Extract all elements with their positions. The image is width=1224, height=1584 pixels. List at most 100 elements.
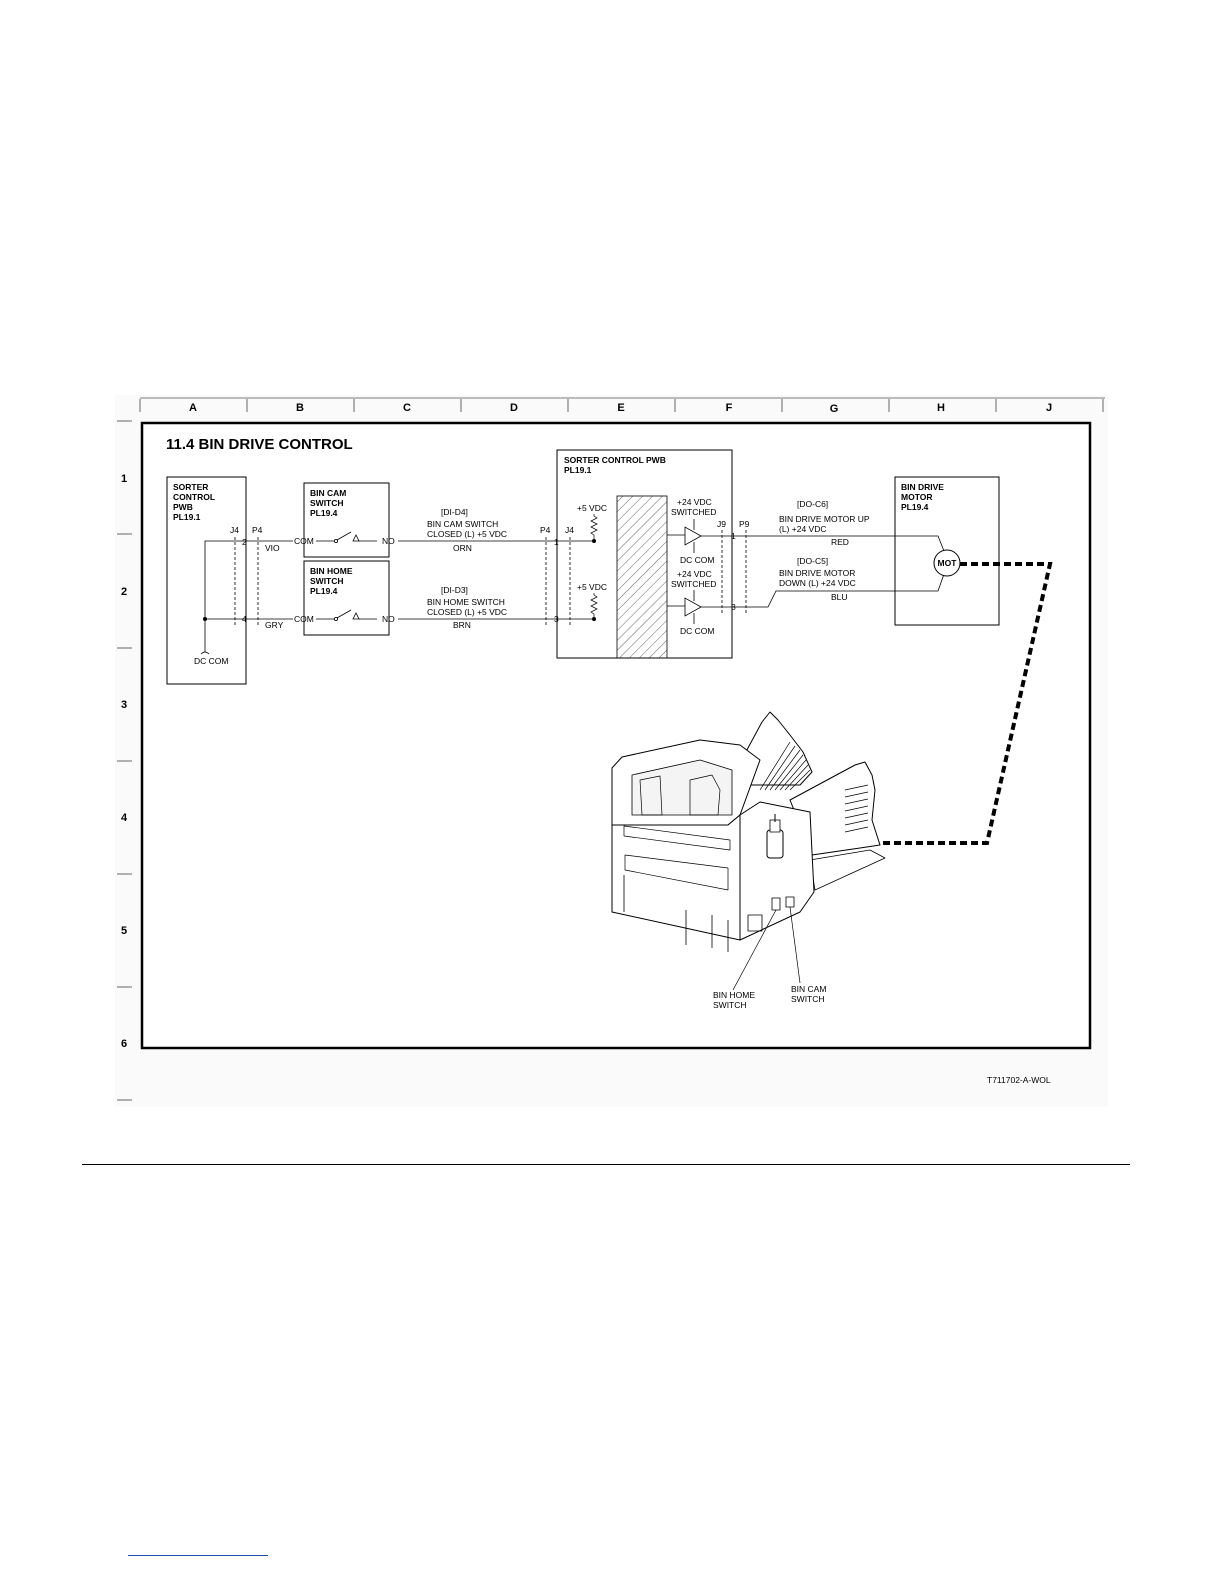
- plus24-top-line1: +24 VDC: [677, 497, 712, 507]
- column-label-b: B: [296, 402, 304, 414]
- plus5-bottom-label: +5 VDC: [577, 582, 607, 592]
- p9-label: P9: [739, 519, 750, 529]
- sorter-pwb-left-line3: PWB: [173, 502, 193, 512]
- bin-cam-switch-symbol: [316, 531, 377, 544]
- row-label-6: 6: [121, 1038, 127, 1050]
- dc-com-ground-icon: [200, 651, 210, 655]
- dc-com-bottom-label: DC COM: [680, 626, 714, 636]
- plus24-top-line2: SWITCHED: [671, 507, 716, 517]
- bin-drive-motor-line1: BIN DRIVE: [901, 482, 944, 492]
- plus24-bottom-line2: SWITCHED: [671, 579, 716, 589]
- column-label-a: A: [189, 402, 197, 414]
- sorter-pwb-left-line2: CONTROL: [173, 492, 215, 502]
- callout-home-switch-line1: BIN HOME: [713, 990, 755, 1000]
- wire-brn-label: BRN: [453, 620, 471, 630]
- signal-cam-line2: CLOSED (L) +5 VDC: [427, 529, 507, 539]
- page-separator: [82, 1164, 1130, 1165]
- row-label-3: 3: [121, 699, 127, 711]
- left-p4-label: P4: [252, 525, 263, 535]
- footer-link-underline: [128, 1555, 268, 1556]
- column-label-d: D: [510, 402, 518, 414]
- motor-location-leader: [777, 562, 1053, 845]
- signal-home-line1: BIN HOME SWITCH: [427, 597, 505, 607]
- bin-cam-switch-line3: PL19.4: [310, 508, 338, 518]
- wire-blu-label: BLU: [831, 592, 848, 602]
- pullup-resistors: [590, 514, 598, 619]
- wire-gry-label: GRY: [265, 620, 284, 630]
- sorter-pwb-center-line1: SORTER CONTROL PWB: [564, 455, 666, 465]
- left-pin-2: 2: [242, 537, 247, 547]
- callout-cam-switch-line1: BIN CAM: [791, 984, 826, 994]
- pullup-junction-top: [592, 539, 596, 543]
- column-label-e: E: [617, 402, 624, 414]
- column-ticks: [139, 399, 1104, 412]
- figure-id: T711702-A-WOL: [987, 1075, 1051, 1085]
- row-label-1: 1: [121, 473, 127, 485]
- wire-orn-label: ORN: [453, 543, 472, 553]
- center-pin-1: 1: [554, 537, 559, 547]
- wire-vio-label: VIO: [265, 543, 280, 553]
- center-connector-dashes: [545, 537, 571, 627]
- column-label-g: G: [830, 403, 839, 415]
- pullup-junction-bottom: [592, 617, 596, 621]
- bin-home-switch-symbol: [316, 609, 377, 622]
- bin-cam-com-label: COM: [294, 536, 314, 546]
- signal-cam-code: [DI-D4]: [441, 507, 468, 517]
- diagram-frame: [140, 421, 1092, 1050]
- plus24-bottom-line1: +24 VDC: [677, 569, 712, 579]
- signal-home-code: [DI-D3]: [441, 585, 468, 595]
- pwb-logic-hatched-block: [616, 495, 668, 659]
- switch-signal-wires: [398, 540, 592, 620]
- signal-down-line2: DOWN (L) +24 VDC: [779, 578, 856, 588]
- motor-wires: [732, 535, 945, 608]
- sorter-machine-illustration: [611, 711, 886, 952]
- bin-home-no-label: NO: [382, 614, 395, 624]
- row-ticks: [117, 420, 132, 1101]
- bin-home-switch-box: [303, 560, 390, 636]
- signal-home-line2: CLOSED (L) +5 VDC: [427, 607, 507, 617]
- left-connector-dashes: [234, 537, 259, 627]
- signal-down-code: [DO-C5]: [797, 556, 828, 566]
- column-label-j: J: [1046, 402, 1052, 414]
- right-connector-dashes: [721, 530, 747, 613]
- column-label-c: C: [403, 402, 411, 414]
- callout-home-switch-line2: SWITCH: [713, 1000, 747, 1010]
- left-dc-com-label: DC COM: [194, 656, 228, 666]
- bin-drive-motor-line2: MOTOR: [901, 492, 932, 502]
- diagram-title: 11.4 BIN DRIVE CONTROL: [166, 436, 353, 453]
- row-label-2: 2: [121, 586, 127, 598]
- callout-cam-switch-line2: SWITCH: [791, 994, 825, 1004]
- dc-com-top-label: DC COM: [680, 555, 714, 565]
- signal-up-line1: BIN DRIVE MOTOR UP: [779, 514, 870, 524]
- signal-up-line2: (L) +24 VDC: [779, 524, 826, 534]
- j9-label: J9: [717, 519, 726, 529]
- signal-down-line1: BIN DRIVE MOTOR: [779, 568, 855, 578]
- sorter-pwb-center-line2: PL19.1: [564, 465, 592, 475]
- left-j4-label: J4: [230, 525, 239, 535]
- driver-symbols: [667, 519, 732, 624]
- bin-cam-switch-box: [303, 482, 390, 558]
- column-label-f: F: [726, 402, 733, 414]
- sorter-pwb-left-line1: SORTER: [173, 482, 208, 492]
- column-label-h: H: [937, 402, 945, 414]
- center-pin-3: 3: [554, 614, 559, 624]
- signal-cam-line1: BIN CAM SWITCH: [427, 519, 498, 529]
- wire-red-label: RED: [831, 537, 849, 547]
- bin-cam-switch-line2: SWITCH: [310, 498, 344, 508]
- bin-cam-no-label: NO: [382, 536, 395, 546]
- bin-home-switch-line2: SWITCH: [310, 576, 344, 586]
- bin-drive-motor-box: [894, 476, 1000, 626]
- left-junction-dot: [203, 617, 207, 621]
- bin-home-switch-line3: PL19.4: [310, 586, 338, 596]
- bin-cam-switch-line1: BIN CAM: [310, 488, 346, 498]
- sorter-control-pwb-left: [166, 476, 247, 685]
- signal-up-code: [DO-C6]: [797, 499, 828, 509]
- motor-mot-label: MOT: [938, 558, 958, 568]
- sorter-pwb-left-line4: PL19.1: [173, 512, 201, 522]
- bin-drive-motor-line3: PL19.4: [901, 502, 929, 512]
- bin-home-switch-line1: BIN HOME: [310, 566, 353, 576]
- bin-home-com-label: COM: [294, 614, 314, 624]
- row-label-4: 4: [121, 812, 128, 824]
- center-j4-label: J4: [565, 525, 574, 535]
